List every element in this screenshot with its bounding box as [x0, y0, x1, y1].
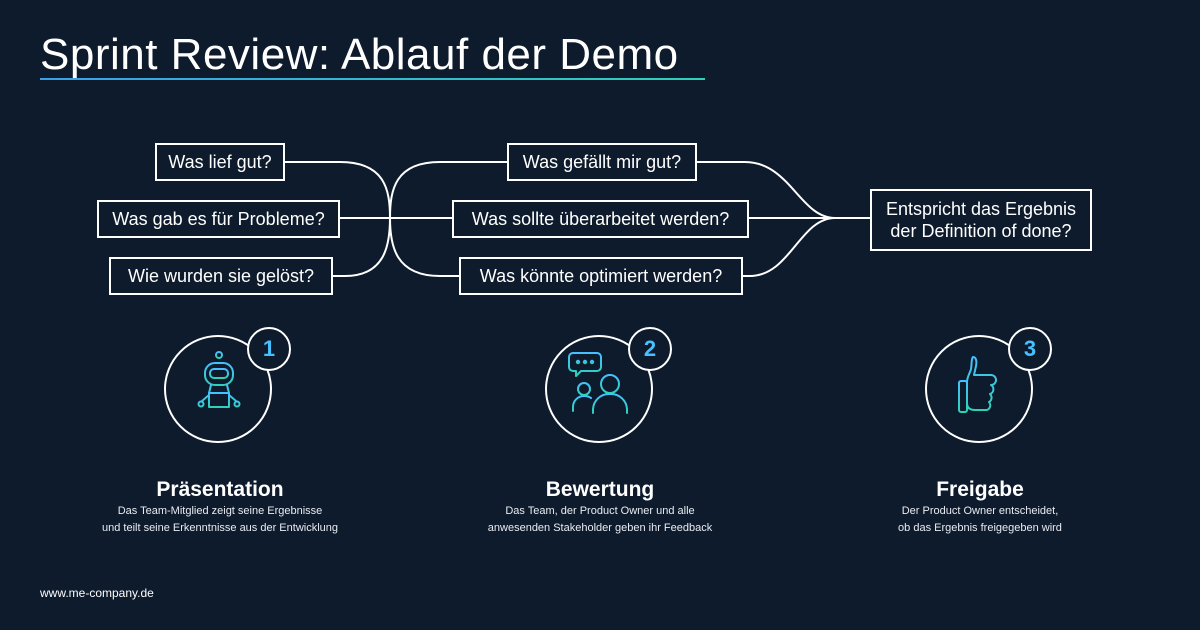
- step-1-desc-line-2: und teilt seine Erkenntnisse aus der Ent…: [101, 522, 339, 534]
- question-box-what-went-well: Was lief gut?: [155, 143, 285, 181]
- title-underline: [40, 78, 705, 80]
- step-1-badge: 1: [247, 327, 291, 371]
- step-2-badge: 2: [628, 327, 672, 371]
- step-2-desc-line-2: anwesenden Stakeholder geben ihr Feedbac…: [487, 522, 713, 534]
- step-1-title: Präsentation: [156, 478, 284, 501]
- thumbs-up-icon: [958, 356, 997, 413]
- step-3-desc-line-2: ob das Ergebnis freigegeben wird: [898, 522, 1062, 534]
- robot-icon: [197, 351, 241, 414]
- page-title: Sprint Review: Ablauf der Demo: [40, 30, 679, 79]
- step-3-badge: 3: [1008, 327, 1052, 371]
- question-box-how-solved: Wie wurden sie gelöst?: [109, 257, 333, 295]
- step-2-title: Bewertung: [545, 478, 655, 501]
- step-2-description: Das Team, der Product Owner und alle anw…: [440, 503, 760, 537]
- question-box-revise: Was sollte überarbeitet werden?: [452, 200, 749, 238]
- step-2-desc-line-1: Das Team, der Product Owner und alle: [505, 505, 695, 517]
- step-3-title: Freigabe: [936, 478, 1024, 501]
- connector-center-bottom: [389, 217, 459, 277]
- question-box-what-i-like: Was gefällt mir gut?: [507, 143, 697, 181]
- dod-line-1: Entspricht das Ergebnis: [885, 199, 1077, 219]
- dod-line-2: der Definition of done?: [890, 221, 1072, 241]
- people-chat-icon: [568, 352, 628, 414]
- question-box-optimize: Was könnte optimiert werden?: [459, 257, 743, 295]
- step-1-description: Das Team-Mitglied zeigt seine Ergebnisse…: [60, 503, 380, 537]
- footer-url: www.me-company.de: [40, 586, 154, 600]
- connector-center-top: [389, 161, 507, 219]
- question-box-definition-of-done: Entspricht das Ergebnis der Definition o…: [870, 189, 1092, 251]
- connector-left-bottom: [333, 217, 391, 277]
- connector-right-top: [697, 161, 836, 219]
- step-3-desc-line-1: Der Product Owner entscheidet,: [901, 505, 1059, 517]
- connector-right-bottom: [743, 217, 836, 277]
- step-3-description: Der Product Owner entscheidet, ob das Er…: [820, 503, 1140, 537]
- step-1-desc-line-1: Das Team-Mitglied zeigt seine Ergebnisse: [117, 505, 323, 517]
- question-box-problems: Was gab es für Probleme?: [97, 200, 340, 238]
